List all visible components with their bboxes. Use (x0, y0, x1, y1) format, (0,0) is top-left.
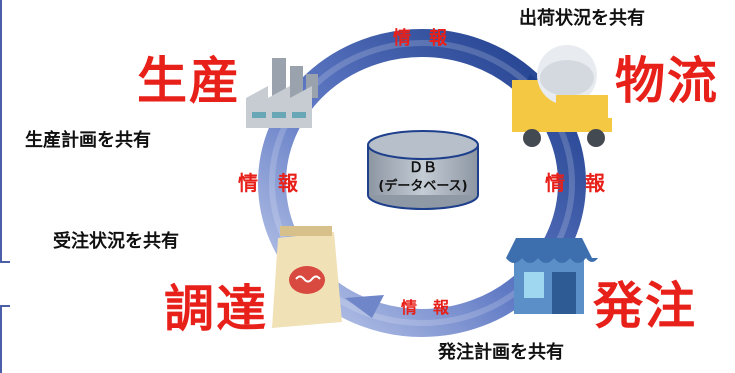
truck-icon (512, 45, 612, 147)
node-label-procurement: 調達 (164, 280, 268, 338)
node-label-ordering: 発注 (593, 277, 697, 335)
node-label-logistics: 物流 (615, 52, 719, 110)
database-icon (367, 130, 479, 210)
share-label-order-status: 受注状況を共有 (53, 231, 179, 252)
arrow-bottom-left-icon (345, 295, 384, 318)
info-label-left: 情 報 (238, 171, 299, 195)
frame-line-left-bottom (0, 305, 2, 373)
cycle-ring (258, 29, 586, 337)
frame-line-left-top (0, 0, 2, 263)
info-label-right: 情 報 (545, 171, 606, 195)
info-label-bottom: 情 報 (401, 298, 450, 317)
bag-icon (272, 226, 342, 328)
db-label-line2: (データベース) (378, 178, 467, 194)
share-label-shipping-status: 出荷状況を共有 (519, 8, 645, 29)
share-label-production-plan: 生産計画を共有 (25, 130, 151, 151)
node-label-production: 生産 (137, 52, 241, 110)
db-label-line1: ＤＢ (409, 160, 437, 176)
shop-icon (506, 238, 598, 314)
share-label-order-plan: 発注計画を共有 (438, 342, 564, 363)
factory-icon (246, 58, 318, 128)
cycle-ring-highlight (269, 40, 575, 326)
frame-line-left-bottom-head (0, 305, 10, 307)
frame-line-left-top-foot (0, 261, 10, 263)
info-label-top: 情 報 (393, 27, 448, 49)
